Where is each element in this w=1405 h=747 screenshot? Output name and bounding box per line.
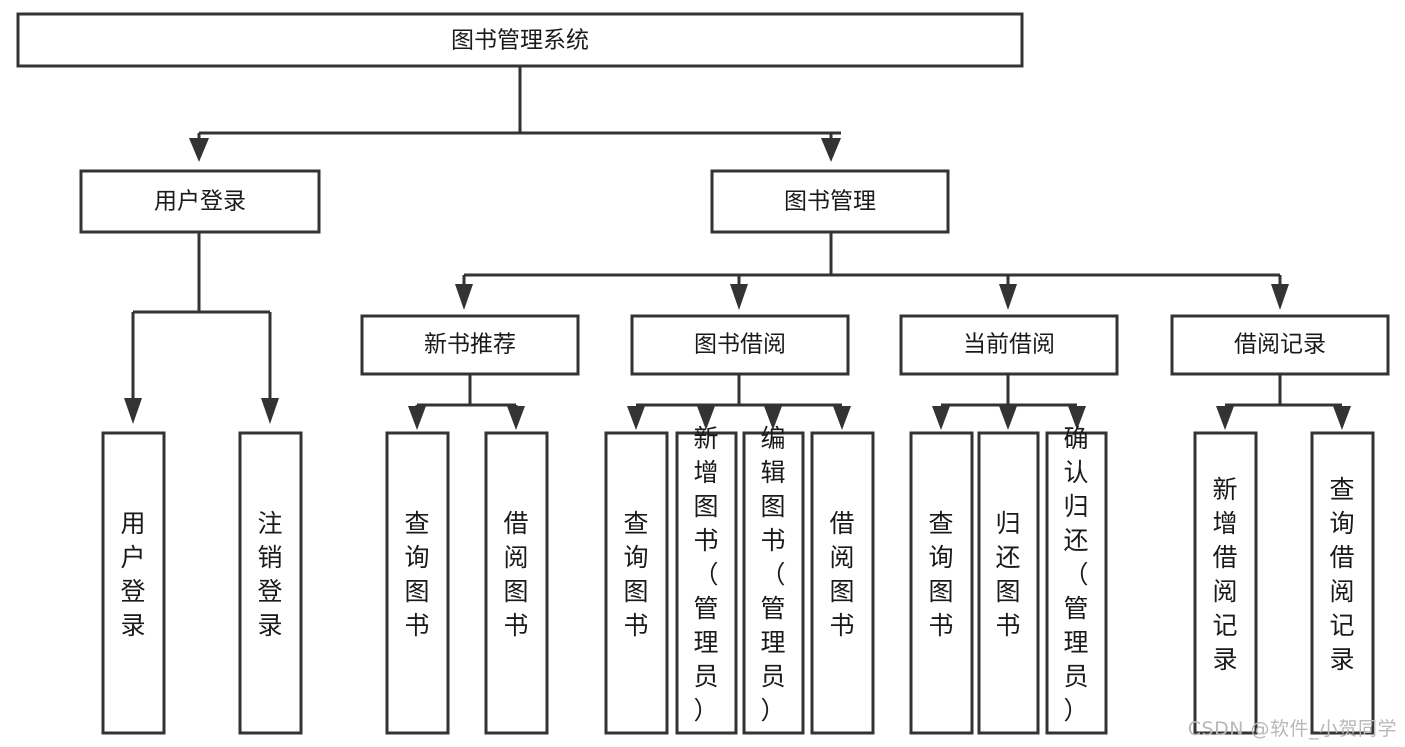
node-borrow[interactable]: 图书借阅 (630, 314, 850, 376)
node-leaf-1-label: 用户登录 (120, 509, 145, 640)
connector-group-login (124, 232, 279, 424)
connector-group-bookmgmt (455, 232, 1289, 310)
node-newbook[interactable]: 新书推荐 (360, 314, 580, 376)
node-leaf-2-box[interactable] (238, 431, 303, 735)
arrow-head-leaf-3 (408, 406, 426, 430)
node-login-box[interactable] (79, 169, 321, 234)
node-leaf-12-label: 新增借阅记录 (1212, 475, 1237, 674)
node-root-label: 图书管理系统 (451, 28, 589, 54)
node-root[interactable]: 图书管理系统 (16, 12, 1024, 68)
node-leaf-6-box[interactable] (675, 431, 738, 735)
arrow-head-leaf-1 (124, 398, 142, 424)
arrow-head-bookmgmt (821, 138, 841, 162)
node-leaf-9-box[interactable] (909, 431, 974, 735)
arrow-head-borrow (730, 284, 748, 310)
node-leaf-9-label: 查询图书 (928, 509, 953, 640)
node-leaf-13-label: 查询借阅记录 (1329, 475, 1354, 674)
node-leaf-10-label: 归还图书 (995, 509, 1020, 640)
node-leaf-6[interactable]: 新增图书（管理员） (675, 424, 738, 735)
arrow-head-leaf-11 (1068, 406, 1086, 430)
node-leaf-5-box[interactable] (604, 431, 669, 735)
node-bookmgmt[interactable]: 图书管理 (710, 169, 950, 234)
node-leaf-12-box[interactable] (1193, 431, 1258, 735)
arrow-head-leaf-5 (627, 406, 645, 430)
connector-group-current (932, 374, 1086, 430)
connector-group-root (189, 66, 841, 162)
node-leaf-2[interactable]: 注销登录 (238, 431, 303, 735)
node-leaf-5[interactable]: 查询图书 (604, 431, 669, 735)
node-login-label: 用户登录 (154, 189, 246, 215)
node-leaf-5-label: 查询图书 (623, 509, 648, 640)
arrow-head-leaf-4 (507, 406, 525, 430)
arrow-head-record (1271, 284, 1289, 310)
node-leaf-8-label: 借阅图书 (829, 509, 854, 640)
node-record-box[interactable] (1170, 314, 1390, 376)
node-leaf-3[interactable]: 查询图书 (385, 431, 450, 735)
node-login[interactable]: 用户登录 (79, 169, 321, 234)
arrow-head-leaf-6 (697, 406, 715, 430)
node-leaf-8-box[interactable] (810, 431, 875, 735)
node-leaf-13[interactable]: 查询借阅记录 (1310, 431, 1375, 735)
arrow-head-current (999, 284, 1017, 310)
node-leaf-6-label: 新增图书（管理员） (693, 424, 718, 725)
node-leaf-12[interactable]: 新增借阅记录 (1193, 431, 1258, 735)
node-leaf-7-box[interactable] (742, 431, 805, 735)
connector-group-borrow (627, 374, 851, 430)
node-leaf-13-box[interactable] (1310, 431, 1375, 735)
node-leaf-4-box[interactable] (484, 431, 549, 735)
arrow-head-leaf-13 (1333, 406, 1351, 430)
node-leaf-8[interactable]: 借阅图书 (810, 431, 875, 735)
node-leaf-10[interactable]: 归还图书 (977, 431, 1040, 735)
node-leaf-7[interactable]: 编辑图书（管理员） (742, 424, 805, 735)
node-current[interactable]: 当前借阅 (899, 314, 1119, 376)
node-leaf-2-label: 注销登录 (257, 509, 282, 640)
connector-group-record (1216, 374, 1351, 430)
node-leaf-3-label: 查询图书 (404, 509, 429, 640)
arrow-head-login (189, 138, 209, 162)
arrow-head-leaf-7 (764, 406, 782, 430)
node-newbook-box[interactable] (360, 314, 580, 376)
node-root-box[interactable] (16, 12, 1024, 68)
node-leaf-4-label: 借阅图书 (503, 509, 528, 640)
arrow-head-leaf-12 (1216, 406, 1234, 430)
node-borrow-box[interactable] (630, 314, 850, 376)
arrow-head-leaf-9 (932, 406, 950, 430)
node-leaf-10-box[interactable] (977, 431, 1040, 735)
node-leaf-3-box[interactable] (385, 431, 450, 735)
node-borrow-label: 图书借阅 (694, 332, 786, 358)
node-newbook-label: 新书推荐 (424, 332, 516, 358)
node-bookmgmt-label: 图书管理 (784, 189, 876, 215)
node-leaf-11-box[interactable] (1045, 431, 1108, 735)
node-leaf-9[interactable]: 查询图书 (909, 431, 974, 735)
node-record[interactable]: 借阅记录 (1170, 314, 1390, 376)
node-current-box[interactable] (899, 314, 1119, 376)
node-leaf-11-label: 确认归还（管理员） (1063, 424, 1088, 725)
arrow-head-leaf-10 (999, 406, 1017, 430)
node-leaf-11[interactable]: 确认归还（管理员） (1045, 424, 1108, 735)
node-leaf-1-box[interactable] (101, 431, 166, 735)
node-leaf-4[interactable]: 借阅图书 (484, 431, 549, 735)
connector-group-newbook (408, 374, 525, 430)
arrow-head-newbook (455, 284, 473, 310)
arrow-head-leaf-8 (833, 406, 851, 430)
node-leaf-7-label: 编辑图书（管理员） (760, 424, 785, 725)
node-current-label: 当前借阅 (963, 332, 1055, 358)
node-bookmgmt-box[interactable] (710, 169, 950, 234)
node-leaf-1[interactable]: 用户登录 (101, 431, 166, 735)
node-record-label: 借阅记录 (1234, 332, 1326, 358)
arrow-head-leaf-2 (261, 398, 279, 424)
